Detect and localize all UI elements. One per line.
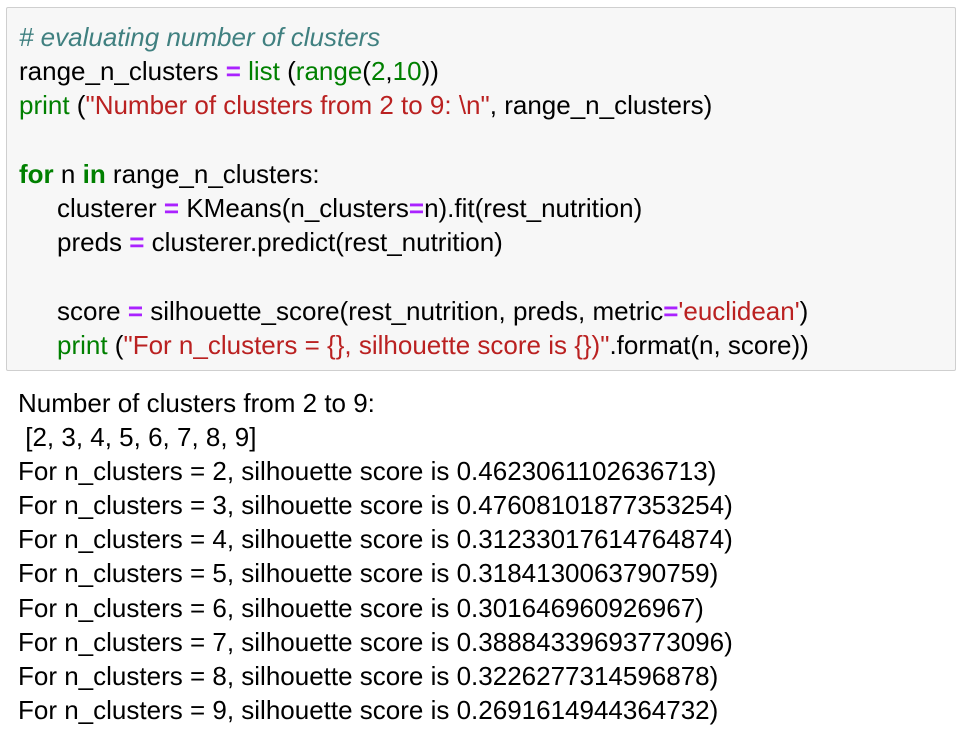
output-line: For n_clusters = 9, silhouette score is … xyxy=(18,694,719,725)
code-token-plain: ) xyxy=(799,295,809,326)
code-token-plain: score xyxy=(57,295,128,326)
code-token-plain: , xyxy=(385,56,393,87)
code-token-keyword: in xyxy=(82,158,106,189)
code-token-builtin: range xyxy=(295,56,363,87)
code-line: preds = clusterer.predict(rest_nutrition… xyxy=(19,225,809,259)
code-token-plain: )) xyxy=(421,56,439,87)
code-line: for n in range_n_clusters: xyxy=(19,157,809,191)
code-token-plain: silhouette_score(rest_nutrition, preds, … xyxy=(143,295,664,326)
code-token-plain: .format(n, score)) xyxy=(609,329,809,360)
code-token-plain: clusterer.predict(rest_nutrition) xyxy=(144,227,503,258)
code-token-string: "For n_clusters = {}, silhouette score i… xyxy=(123,329,610,360)
output-line: For n_clusters = 5, silhouette score is … xyxy=(18,558,719,589)
code-token-builtin: list xyxy=(248,56,280,87)
code-line xyxy=(19,259,809,293)
output-line: For n_clusters = 3, silhouette score is … xyxy=(18,490,733,521)
output-line: For n_clusters = 4, silhouette score is … xyxy=(18,524,733,555)
code-token-op: = xyxy=(163,192,180,223)
code-token-plain: n xyxy=(53,158,83,189)
code-token-plain: ( xyxy=(362,56,371,87)
code-line: clusterer = KMeans(n_clusters=n).fit(res… xyxy=(19,191,809,225)
code-token-string: 'euclidean' xyxy=(678,295,800,326)
code-line: print ("Number of clusters from 2 to 9: … xyxy=(19,88,809,122)
output-line: For n_clusters = 2, silhouette score is … xyxy=(18,456,717,487)
output-line: Number of clusters from 2 to 9: xyxy=(18,388,383,418)
code-token-op: = xyxy=(408,192,425,223)
code-token-plain: clusterer xyxy=(57,192,164,223)
code-token-plain: ( xyxy=(279,56,296,87)
code-token-plain: preds xyxy=(57,227,130,258)
code-token-string: "Number of clusters from 2 to 9: \n" xyxy=(85,90,490,121)
cell-output: Number of clusters from 2 to 9: [2, 3, 4… xyxy=(18,386,733,727)
code-token-plain: range_n_clusters: xyxy=(105,158,320,189)
code-token-plain: range_n_clusters xyxy=(19,56,226,87)
code-token-number: 10 xyxy=(392,56,422,87)
code-token-op: = xyxy=(663,295,679,326)
code-line: # evaluating number of clusters xyxy=(19,20,809,54)
output-line: [2, 3, 4, 5, 6, 7, 8, 9] xyxy=(18,422,257,453)
code-token-comment: # evaluating number of clusters xyxy=(19,22,381,52)
code-token-plain: ( xyxy=(69,90,86,121)
code-token-op: = xyxy=(129,227,145,258)
code-token-plain: , range_n_clusters) xyxy=(489,90,713,121)
code-token-builtin: print xyxy=(19,90,70,121)
output-line: For n_clusters = 7, silhouette score is … xyxy=(18,626,733,657)
output-line: For n_clusters = 6, silhouette score is … xyxy=(18,592,704,623)
code-token-op: = xyxy=(127,295,143,326)
code-line xyxy=(19,123,809,157)
code-token-number: 2 xyxy=(370,56,386,87)
code-token-plain: KMeans(n_clusters xyxy=(179,192,409,223)
code-token-op: = xyxy=(225,56,241,87)
code-line: range_n_clusters = list (range(2,10)) xyxy=(19,54,809,88)
code-line: score = silhouette_score(rest_nutrition,… xyxy=(19,294,809,328)
code-line: print ("For n_clusters = {}, silhouette … xyxy=(19,328,809,362)
code-token-plain: ( xyxy=(107,329,124,360)
code-token-keyword: for xyxy=(19,158,54,189)
code-token-builtin: print xyxy=(57,329,108,360)
code-token-plain: n).fit(rest_nutrition) xyxy=(424,192,643,223)
output-line: For n_clusters = 8, silhouette score is … xyxy=(18,660,719,691)
